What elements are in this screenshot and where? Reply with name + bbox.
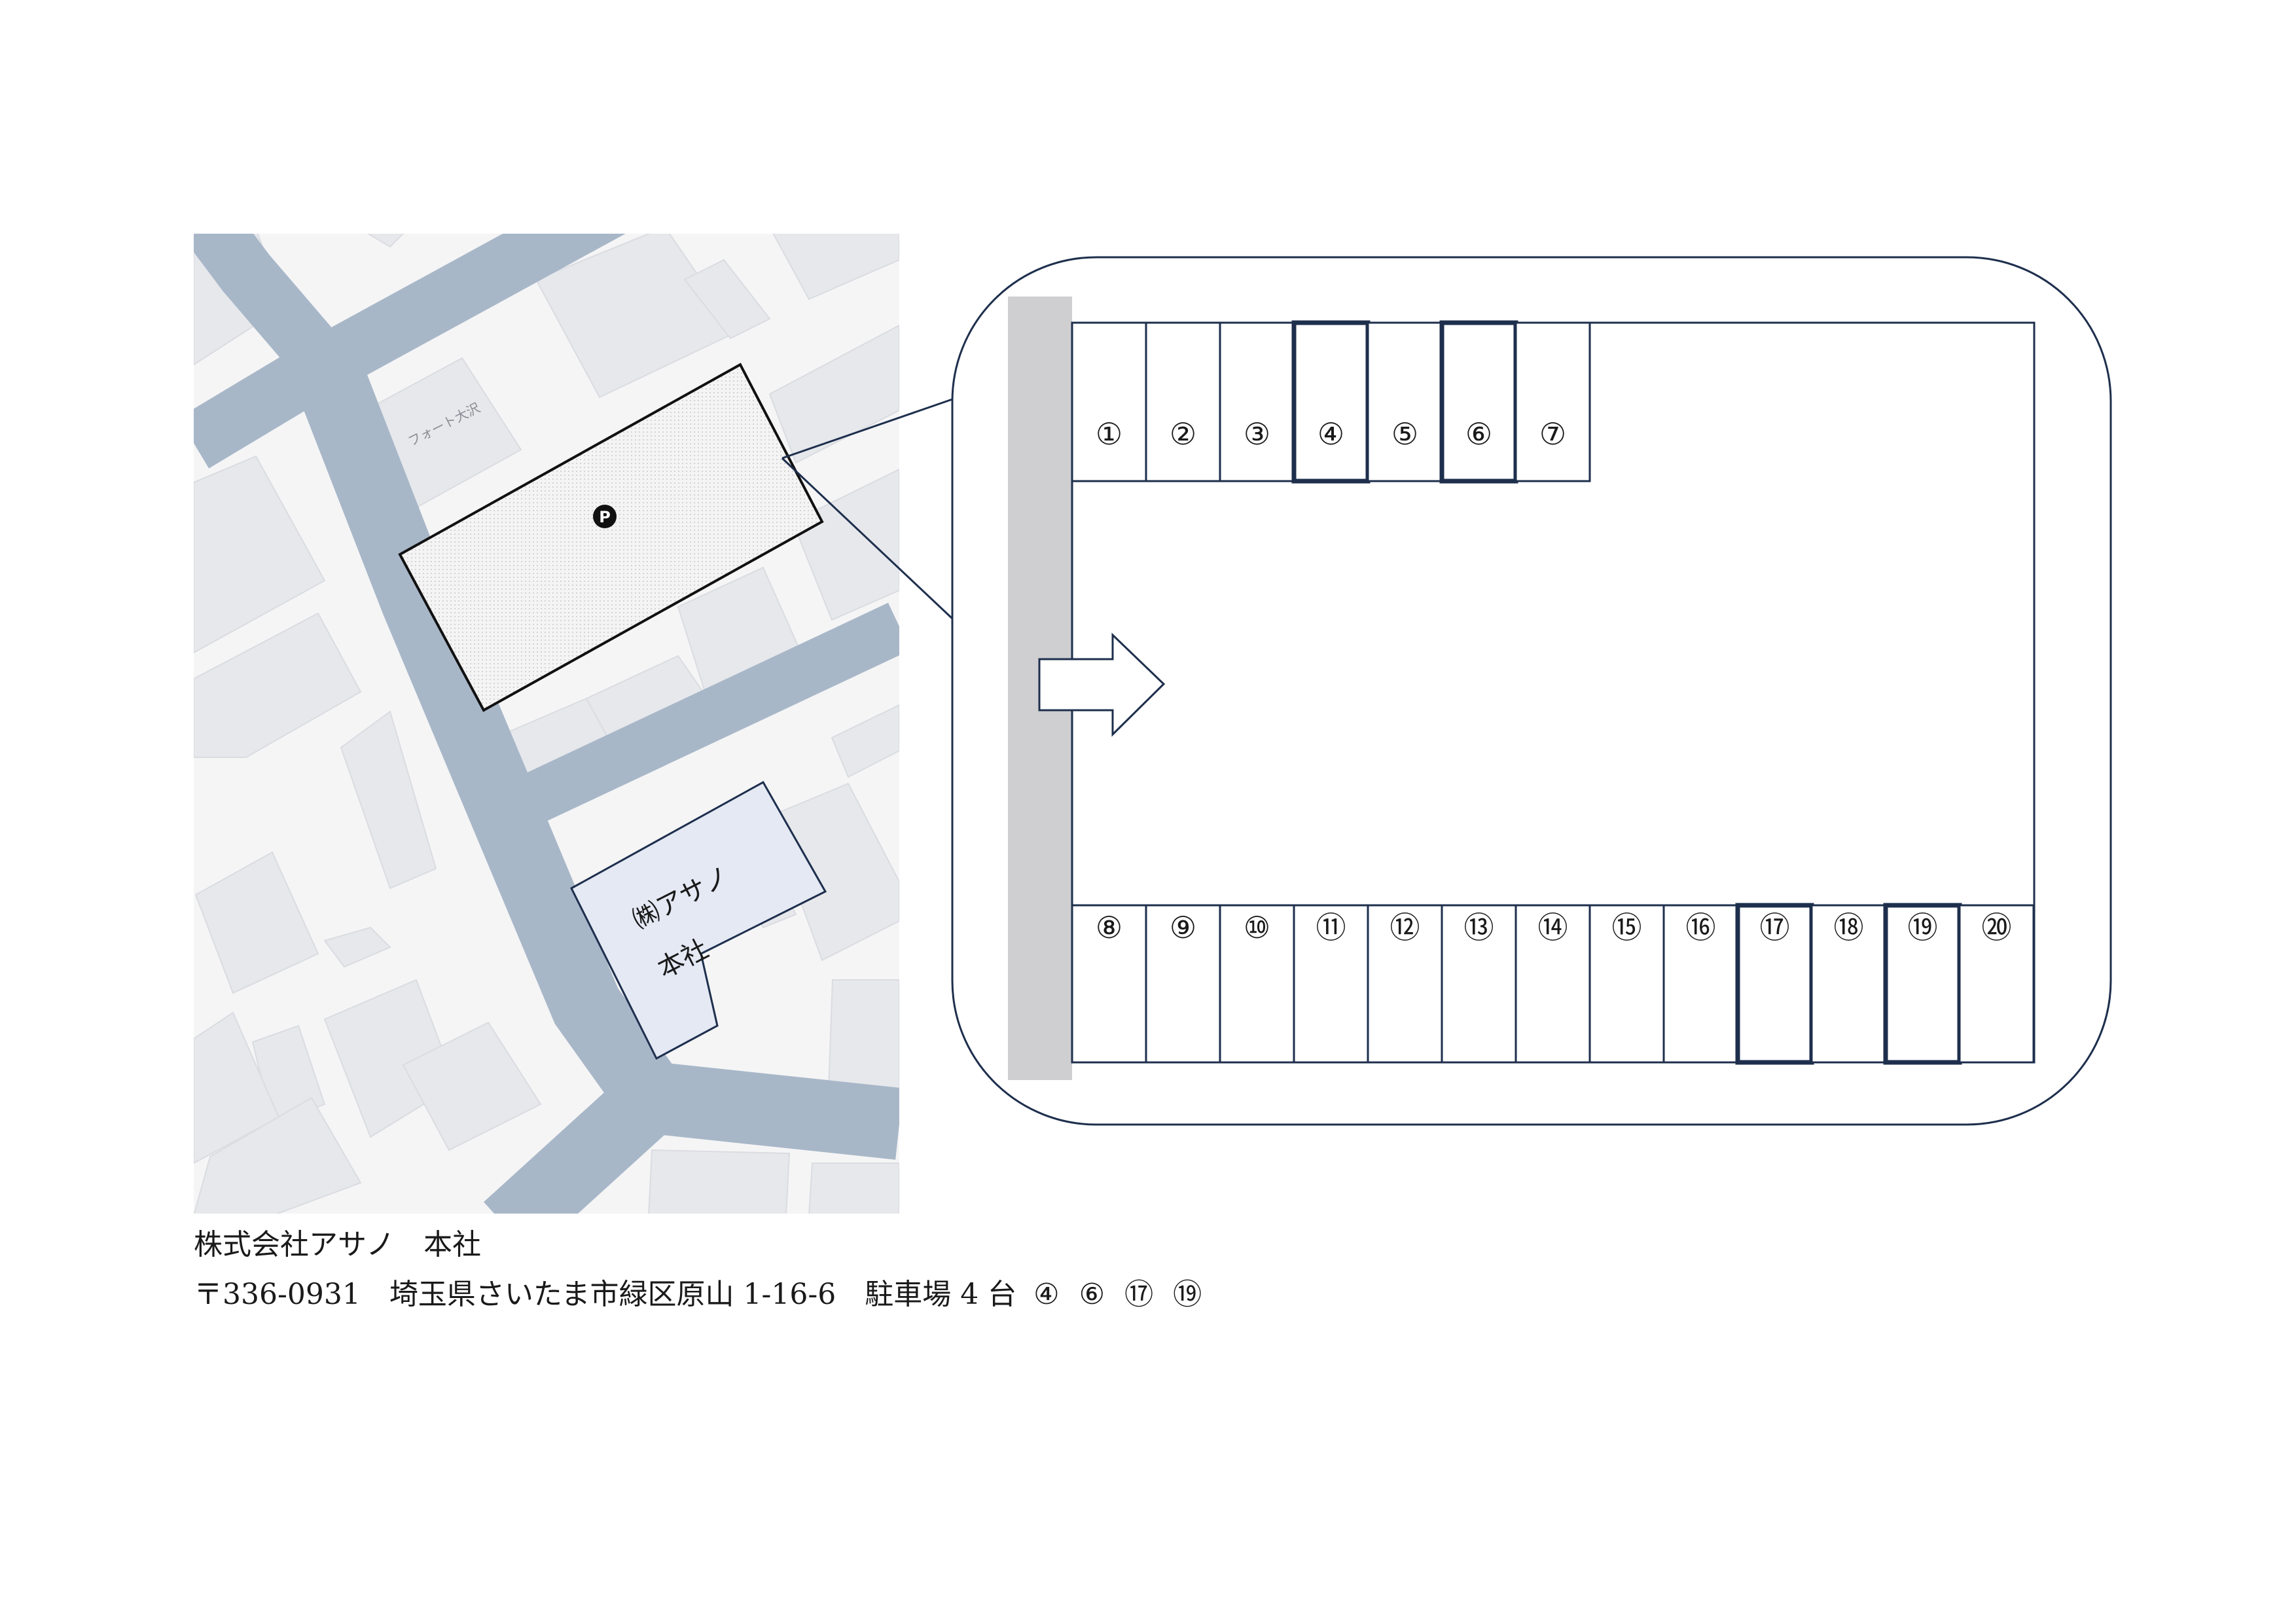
parking-slot[interactable]: ⑬ [1441,904,1517,1064]
arrow-right-icon [1038,632,1166,737]
slot-number: ③ [1244,416,1270,452]
parking-slot[interactable]: ⑩ [1219,904,1295,1064]
owned-spot-list: ④ ⑥ ⑰ ⑲ [1033,1270,1202,1320]
slot-number: ⑭ [1538,910,1568,945]
area-map: フォート大沢 P ㈱アサノ 本社 [194,234,899,1214]
parking-slot[interactable]: ⑧ [1071,904,1147,1064]
reserved-slot-box [1291,320,1371,484]
slot-box [1810,904,1887,1064]
slot-number: ⑥ [1465,416,1492,452]
owned-spot: ④ [1033,1278,1060,1311]
parking-icon: P [593,505,617,528]
parking-slot[interactable]: ⑫ [1367,904,1443,1064]
slot-box [1588,904,1665,1064]
owned-spot: ⑰ [1124,1278,1154,1311]
slot-box [1219,321,1295,482]
slot-box [1367,904,1443,1064]
parking-slot[interactable]: ⑦ [1515,321,1591,482]
parking-slot[interactable]: ③ [1219,321,1295,482]
slot-number: ⑤ [1391,416,1418,452]
slot-number: ⑬ [1464,910,1494,945]
parking-slot[interactable]: ⑤ [1367,321,1443,482]
slot-box [1071,321,1147,482]
slot-box [1071,904,1147,1064]
slot-number: ⑩ [1244,910,1270,945]
parking-layout-diagram: ① ② ③ ④ ⑤ ⑥ ⑦ ⑧ ⑨ ⑩ ⑪ ⑫ ⑬ ⑭ ⑮ ⑯ ⑰ ⑱ ⑲ ⑳ [951,256,2112,1126]
parking-slot[interactable]: ⑱ [1810,904,1887,1064]
company-name: 株式会社アサノ 本社 [194,1228,482,1261]
parking-slot[interactable]: ④ [1291,320,1371,484]
slot-box [1515,321,1591,482]
slot-box [1367,321,1443,482]
slot-box [1662,904,1739,1064]
top-row-slots: ① ② ③ ④ ⑤ ⑥ ⑦ [1071,320,1591,484]
slot-box [1441,904,1517,1064]
address-text: 〒336-0931 埼玉県さいたま市緑区原山 1-16-6 駐車場 4 台 [194,1278,1017,1311]
slot-number: ② [1170,416,1196,452]
slot-number: ⑮ [1612,910,1642,945]
reserved-slot-box [1735,903,1814,1065]
slot-number: ⑰ [1760,910,1790,945]
parking-slot[interactable]: ⑲ [1883,903,1962,1065]
parking-slot[interactable]: ⑨ [1145,904,1221,1064]
slot-number: ⑲ [1908,910,1938,945]
address-line: 〒336-0931 埼玉県さいたま市緑区原山 1-16-6 駐車場 4 台 ④ … [194,1270,1202,1320]
parking-slot[interactable]: ⑮ [1588,904,1665,1064]
office-building[interactable] [570,780,827,1060]
parking-slot[interactable]: ② [1145,321,1221,482]
company-name-line: 株式会社アサノ 本社 [194,1220,1202,1270]
slot-box [1515,904,1591,1064]
slot-box [1958,904,2035,1064]
parking-slot[interactable]: ⑭ [1515,904,1591,1064]
slot-number: ⑯ [1686,910,1716,945]
slot-number: ⑱ [1834,910,1864,945]
owned-spot: ⑥ [1079,1278,1105,1311]
map-roads [194,234,899,1214]
parking-slot[interactable]: ⑯ [1662,904,1739,1064]
slot-number: ① [1096,416,1122,452]
slot-number: ⑫ [1390,910,1420,945]
slot-number: ⑨ [1170,910,1196,945]
slot-number: ⑳ [1982,910,2012,945]
slot-number: ④ [1318,416,1344,452]
parking-slot[interactable]: ⑳ [1958,904,2035,1064]
slot-box [1145,321,1221,482]
slot-number: ⑦ [1539,416,1566,452]
reserved-slot-box [1439,320,1518,484]
parking-slot[interactable]: ⑪ [1293,904,1369,1064]
slot-number: ⑪ [1316,910,1346,945]
bottom-row-slots: ⑧ ⑨ ⑩ ⑪ ⑫ ⑬ ⑭ ⑮ ⑯ ⑰ ⑱ ⑲ ⑳ [1071,903,2035,1065]
slot-box [1145,904,1221,1064]
parking-slot[interactable]: ① [1071,321,1147,482]
owned-spot: ⑲ [1173,1278,1202,1311]
caption: 株式会社アサノ 本社 〒336-0931 埼玉県さいたま市緑区原山 1-16-6… [194,1220,1202,1320]
parking-slot[interactable]: ⑥ [1439,320,1518,484]
parking-slot[interactable]: ⑰ [1735,903,1814,1065]
svg-text:P: P [599,508,611,526]
slot-number: ⑧ [1096,910,1122,945]
parking-lot-area[interactable] [398,363,824,712]
